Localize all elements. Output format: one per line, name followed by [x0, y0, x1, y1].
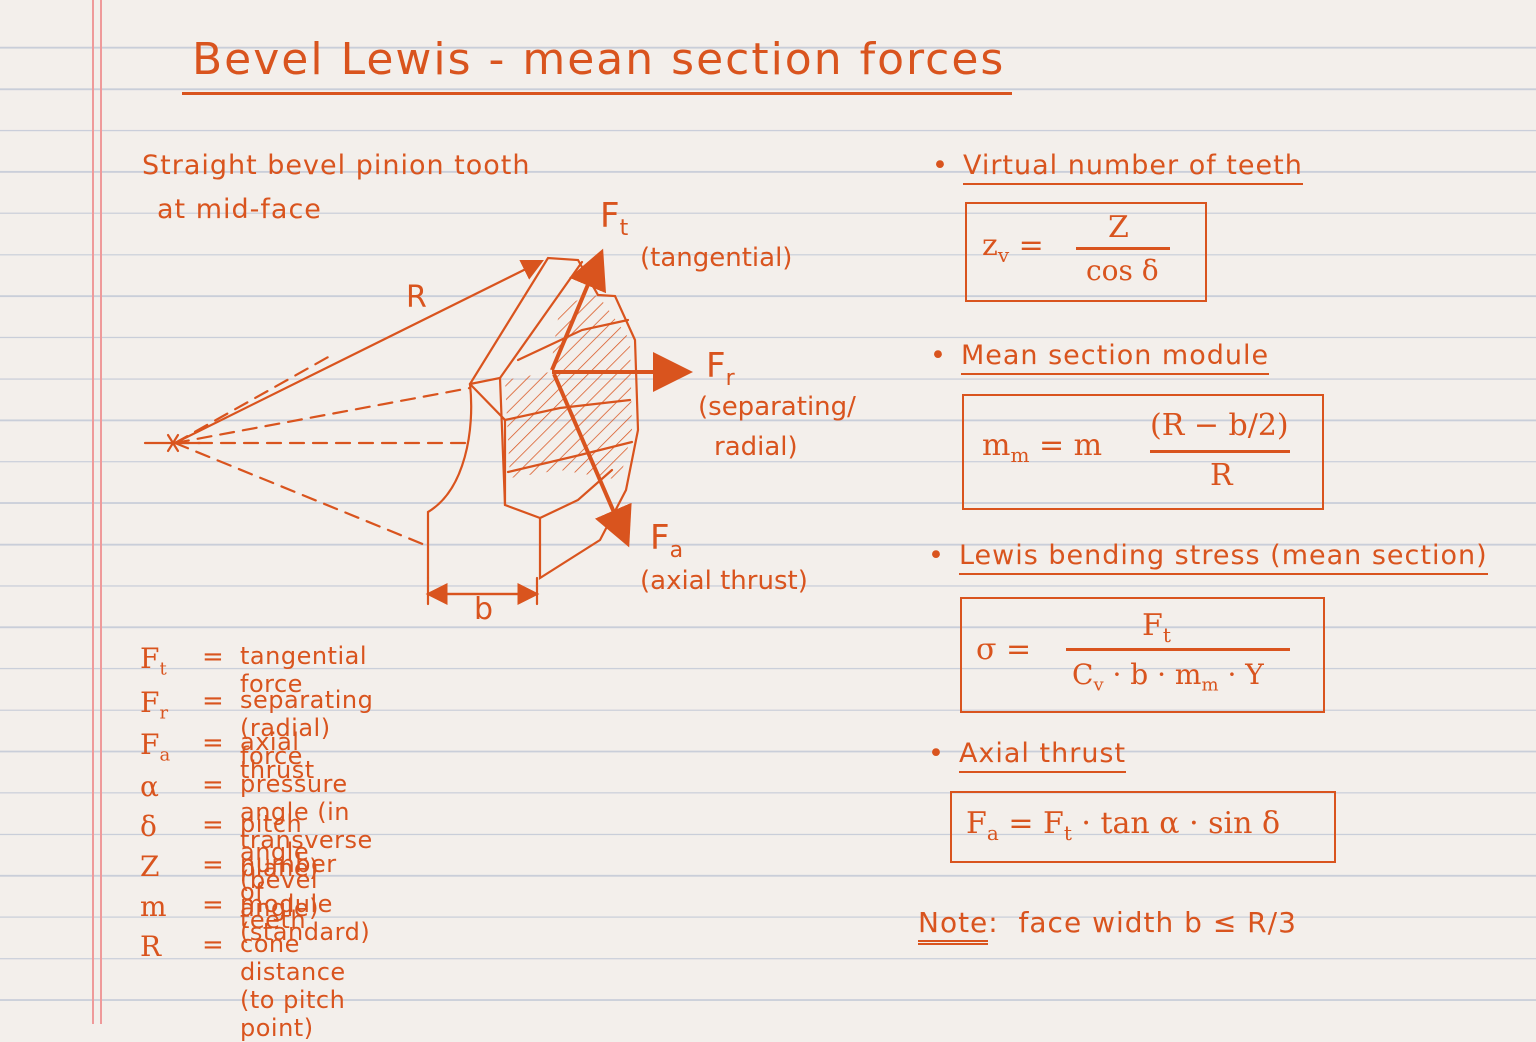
heading-axial-thrust: •Axial thrust: [928, 738, 1127, 773]
label-force-radial: Fr: [706, 346, 735, 391]
diagram-caption-line2: at mid-face: [157, 194, 322, 225]
legend-symbol: Fa: [140, 728, 171, 766]
legend-symbol: α: [140, 770, 159, 803]
tangential-force-arrow: [550, 248, 607, 371]
formula-mm-denominator: R: [1210, 458, 1233, 493]
formula-zv-denominator: cos δ: [1086, 254, 1159, 287]
page-title: Bevel Lewis - mean section forces: [192, 34, 1006, 85]
legend-description: axial thrust: [240, 728, 315, 784]
title-underline: [182, 92, 1012, 95]
legend-symbol: Z: [140, 850, 160, 883]
legend-description: number of teeth: [240, 850, 337, 934]
formula-zv-numerator: Z: [1108, 210, 1129, 245]
legend-equals: =: [202, 642, 224, 672]
legend-description: pressure angle (in transverse plane): [240, 770, 373, 882]
label-axial-desc: (axial thrust): [640, 566, 808, 596]
legend-equals: =: [202, 850, 224, 880]
legend-equals: =: [202, 810, 224, 840]
hatched-section: [505, 295, 632, 480]
formula-mm-numerator: (R − b/2): [1150, 408, 1289, 443]
legend-description: module (standard): [240, 890, 371, 946]
legend-symbol: R: [140, 930, 162, 963]
legend-symbol: Fr: [140, 686, 169, 724]
diagram-caption-line1: Straight bevel pinion tooth: [142, 150, 531, 181]
legend-description: pitch angle (bevel angle): [240, 810, 319, 922]
label-tangential-desc: (tangential): [640, 243, 793, 273]
legend-symbol: Ft: [140, 642, 167, 680]
formula-sigma-lhs: σ =: [976, 632, 1032, 667]
formula-sigma-numerator: Ft: [1142, 608, 1171, 647]
label-radial-desc-1: (separating/: [698, 392, 856, 422]
formula-box-virtual-teeth: [965, 202, 1207, 302]
legend-symbol: m: [140, 890, 167, 923]
legend-equals: =: [202, 890, 224, 920]
label-b: b: [474, 592, 494, 627]
fraction-bar: [1150, 450, 1290, 453]
axial-force-arrow: [552, 373, 632, 548]
cone-distance-line: [173, 259, 544, 445]
formula-box-axial-thrust: [950, 791, 1336, 863]
legend-description: tangential force: [240, 642, 367, 698]
note: Note: face width b ≤ R/3: [918, 906, 1297, 945]
label-radial-desc-2: radial): [714, 432, 798, 462]
legend-symbol: δ: [140, 810, 157, 843]
formula-fa: Fa = Ft · tan α · sin δ: [966, 806, 1281, 845]
legend-equals: =: [202, 930, 224, 960]
formula-box-mean-module: [962, 394, 1324, 510]
heading-mean-module: •Mean section module: [930, 340, 1270, 375]
label-force-axial: Fa: [650, 518, 684, 563]
formula-zv-lhs: zv =: [982, 228, 1044, 267]
formula-mm-lhs: mm = m: [982, 428, 1103, 467]
formula-box-lewis-stress: [960, 597, 1325, 713]
fraction-bar: [1066, 648, 1290, 651]
legend-equals: =: [202, 728, 224, 758]
margin-line-2: [100, 0, 102, 1024]
legend-description: cone distance (to pitch point): [240, 930, 346, 1042]
heading-virtual-teeth: •Virtual number of teeth: [932, 150, 1303, 185]
heading-lewis-stress: •Lewis bending stress (mean section): [928, 540, 1488, 575]
formula-sigma-denominator: Cv · b · mm · Y: [1072, 658, 1264, 696]
label-R: R: [406, 280, 427, 315]
legend-equals: =: [202, 686, 224, 716]
label-force-tangential: Ft: [600, 196, 629, 241]
legend-equals: =: [202, 770, 224, 800]
legend-description: separating (radial) force: [240, 686, 374, 770]
margin-line: [92, 0, 94, 1024]
fraction-bar: [1076, 247, 1170, 250]
